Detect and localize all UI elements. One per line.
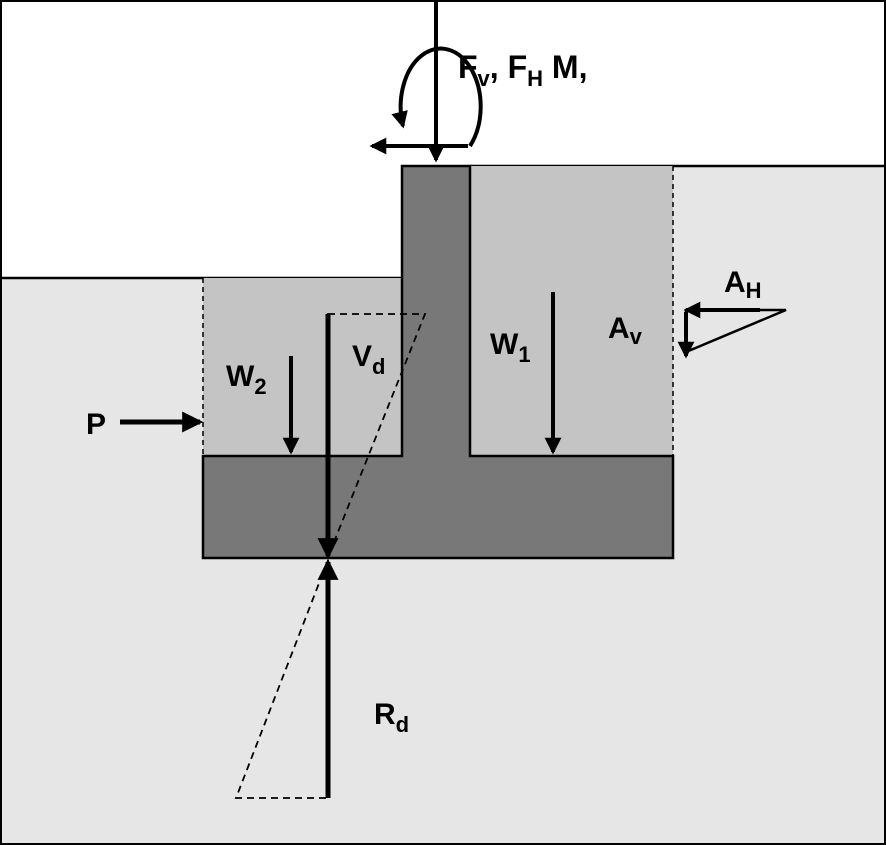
- top-loads-label: Fv, FH M,: [458, 49, 587, 91]
- moment-arrow: [391, 46, 483, 148]
- footing: [201, 164, 675, 560]
- p-label: P: [86, 408, 106, 441]
- backfill-left: [203, 278, 402, 456]
- vd-label: Vd: [352, 340, 385, 379]
- rd-label: Rd: [374, 698, 409, 737]
- ah-label: AH: [724, 266, 762, 303]
- backfill-right: [470, 166, 673, 456]
- w1-label: W1: [490, 328, 531, 367]
- w2-label: W2: [226, 360, 267, 399]
- rd-dashed-triangle: [234, 559, 329, 799]
- av-label: Av: [608, 312, 643, 349]
